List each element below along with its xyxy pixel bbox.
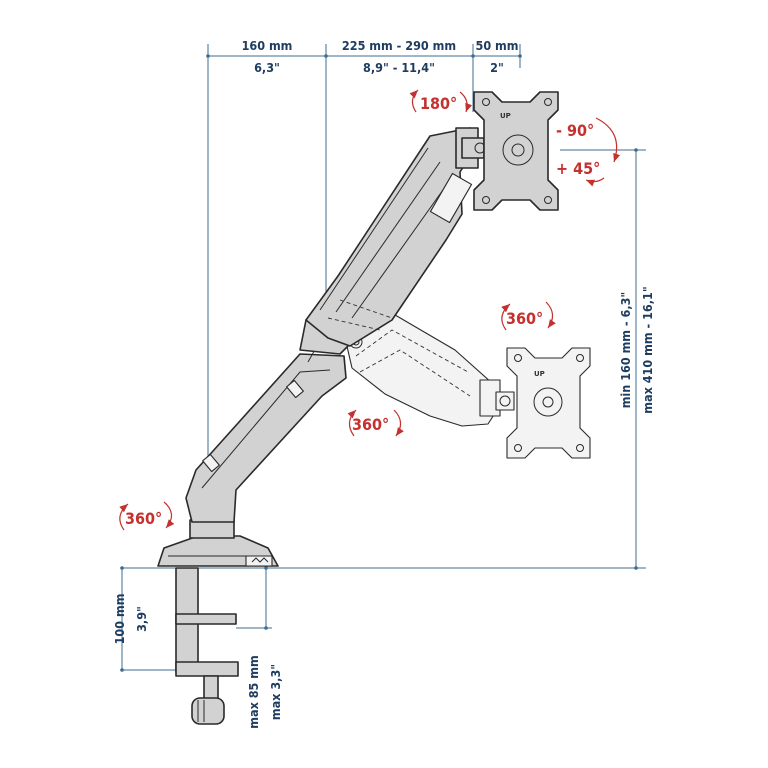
lower-arm-ghost — [345, 311, 515, 427]
rotate-plus-45-label: + 45° — [556, 159, 600, 178]
desk-thickness-mm-label: max 85 mm — [246, 655, 261, 728]
upper-vesa-plate: UP — [473, 91, 559, 211]
swivel-180-label: 180° — [420, 94, 457, 113]
arm-offset-mm-label: 160 mm — [242, 38, 293, 53]
desk-thickness-dimension-lines — [236, 566, 272, 630]
clamp-height-in-label: 3,9" — [134, 606, 149, 632]
upper-360-indicator — [501, 301, 556, 331]
rotate-range-indicator — [585, 117, 621, 187]
plate-depth-mm-label: 50 mm — [476, 38, 519, 53]
height-dimension-lines — [560, 148, 646, 570]
upper-plate-up-label: UP — [500, 112, 511, 120]
plate-depth-in-label: 2" — [490, 60, 504, 75]
lower-plate-up-label: UP — [534, 370, 545, 378]
top-dimension-lines — [206, 44, 522, 470]
arm-reach-mm-label: 225 mm - 290 mm — [342, 38, 456, 53]
rotate-minus-90-label: - 90° — [556, 121, 594, 140]
height-min-label: min 160 mm - 6,3" — [618, 292, 633, 409]
arm-offset-in-label: 6,3" — [254, 60, 280, 75]
desk-clamp — [175, 567, 239, 725]
upper-tilt-joint — [455, 127, 486, 169]
arm-base — [157, 519, 279, 567]
upper-arm — [305, 127, 475, 347]
arm-reach-in-label: 8,9" - 11,4" — [363, 60, 435, 75]
height-max-label: max 410 mm - 16,1" — [640, 286, 655, 413]
lower-vesa-plate: UP — [506, 347, 591, 459]
desk-thickness-in-label: max 3,3" — [268, 664, 283, 720]
clamp-dimension-lines — [120, 566, 182, 672]
swivel-180-indicator — [409, 89, 473, 113]
base-360-indicator — [119, 501, 175, 531]
lower-arm — [185, 329, 347, 523]
clamp-height-mm-label: 100 mm — [112, 594, 127, 645]
base-360-label: 360° — [125, 509, 162, 528]
elbow-360-label: 360° — [352, 415, 389, 434]
upper-360-label: 360° — [506, 309, 543, 328]
elbow-360-indicator — [347, 409, 404, 437]
